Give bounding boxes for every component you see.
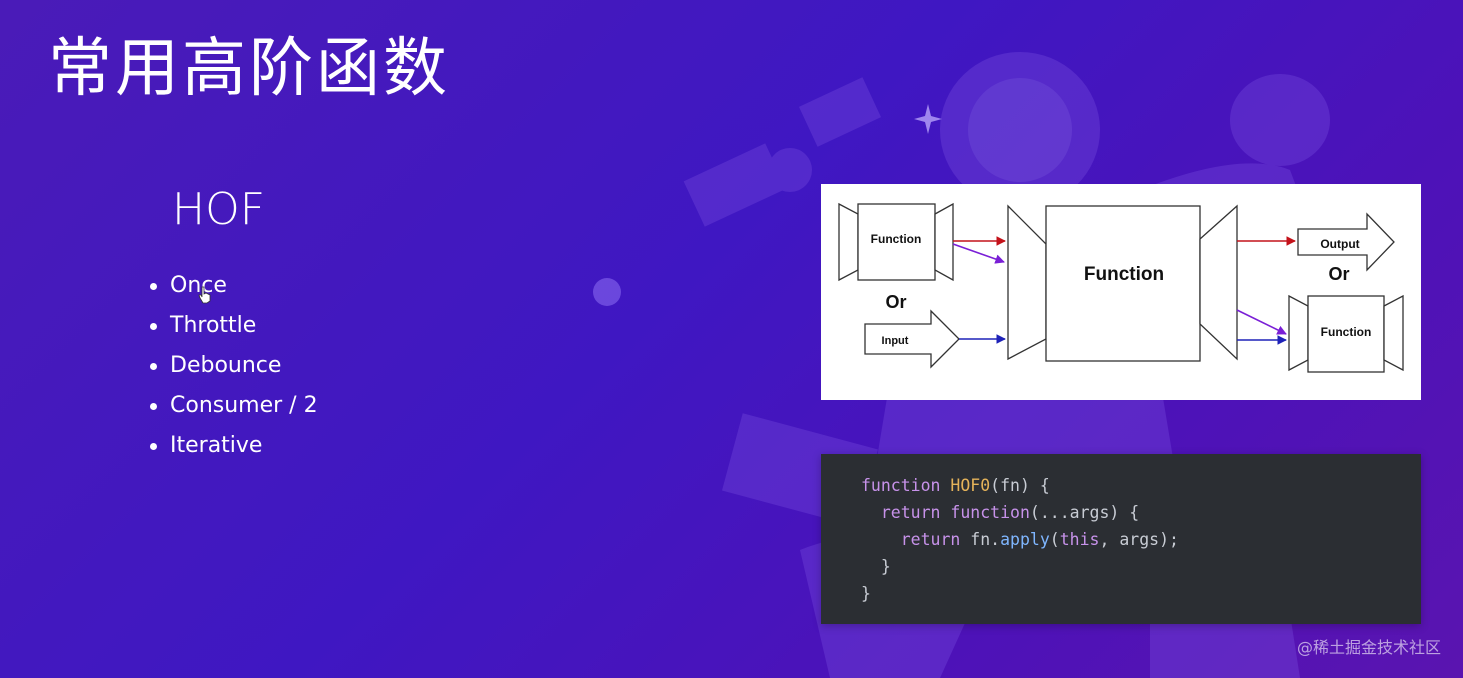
list-item: Iterative — [150, 426, 318, 466]
bullet-icon — [150, 442, 157, 450]
bullet-icon — [150, 402, 157, 410]
right-function-label: Function — [1321, 325, 1372, 339]
hof-diagram-svg: Function Or Input Function Output Or Fun… — [838, 202, 1404, 373]
hof-list: Once Throttle Debounce Consumer / 2 Iter… — [150, 266, 318, 466]
code-token: return — [900, 530, 961, 549]
list-item: Consumer / 2 — [150, 386, 318, 426]
right-function-output-funnel — [1383, 294, 1404, 372]
code-token: (...args) { — [1029, 503, 1140, 522]
code-token: , args); — [1099, 530, 1179, 549]
list-item-label: Throttle — [170, 313, 257, 338]
code-block: function HOF0(fn) { return function(...a… — [821, 454, 1421, 607]
code-token: } — [861, 584, 871, 603]
section-heading: HOF — [172, 184, 266, 235]
code-token: function — [950, 503, 1030, 522]
center-function-box — [1045, 205, 1201, 362]
code-token: } — [880, 557, 891, 576]
code-line-4: } — [861, 557, 891, 576]
list-item-label: Once — [170, 273, 227, 298]
slide-title: 常用高阶函数 — [48, 32, 450, 106]
center-function-input-funnel — [1007, 204, 1047, 361]
code-token: return — [880, 503, 941, 522]
left-function-label: Function — [871, 232, 922, 246]
decorative-dot — [593, 278, 621, 306]
list-item-label: Iterative — [170, 433, 263, 458]
center-function-output-funnel — [1199, 204, 1238, 361]
left-function-output-funnel — [934, 202, 954, 282]
code-snippet: function HOF0(fn) { return function(...a… — [821, 454, 1421, 624]
code-line-5: } — [861, 584, 871, 603]
code-line-3: return fn.apply(this, args); — [861, 530, 1179, 549]
input-arrow — [864, 309, 960, 369]
watermark: @稀土掘金技术社区 — [1296, 638, 1441, 657]
center-function-label: Function — [1084, 264, 1164, 285]
star-icon — [914, 104, 942, 134]
list-item: Throttle — [150, 306, 318, 346]
right-or-label: Or — [1328, 264, 1349, 284]
hand-cursor-icon — [198, 286, 211, 304]
right-function-input-funnel — [1288, 294, 1309, 372]
code-token: this — [1059, 530, 1100, 549]
purple-arrow-in — [952, 243, 1005, 264]
left-function-input-funnel — [838, 202, 859, 282]
hof-diagram: Function Or Input Function Output Or Fun… — [821, 184, 1421, 400]
code-line-1: function HOF0(fn) { — [861, 476, 1050, 495]
list-item-label: Consumer / 2 — [170, 393, 318, 418]
code-token: function — [861, 476, 941, 495]
bullet-icon — [150, 362, 157, 370]
output-arrow — [1297, 212, 1395, 272]
right-function-box — [1307, 295, 1385, 373]
code-line-2: return function(...args) { — [861, 503, 1139, 522]
code-token: apply — [1000, 530, 1050, 549]
input-label: Input — [882, 335, 909, 347]
bullet-icon — [150, 282, 157, 290]
code-token: HOF0 — [950, 476, 991, 495]
output-label: Output — [1320, 237, 1359, 251]
list-item-label: Debounce — [170, 353, 282, 378]
code-token: ( — [1049, 530, 1060, 549]
code-token: fn. — [970, 530, 1001, 549]
list-item: Debounce — [150, 346, 318, 386]
code-token: (fn) { — [990, 476, 1050, 495]
left-or-label: Or — [885, 292, 906, 312]
purple-arrow-out — [1236, 309, 1287, 335]
list-item: Once — [150, 266, 318, 306]
bullet-icon — [150, 322, 157, 330]
left-function-box — [857, 203, 936, 281]
